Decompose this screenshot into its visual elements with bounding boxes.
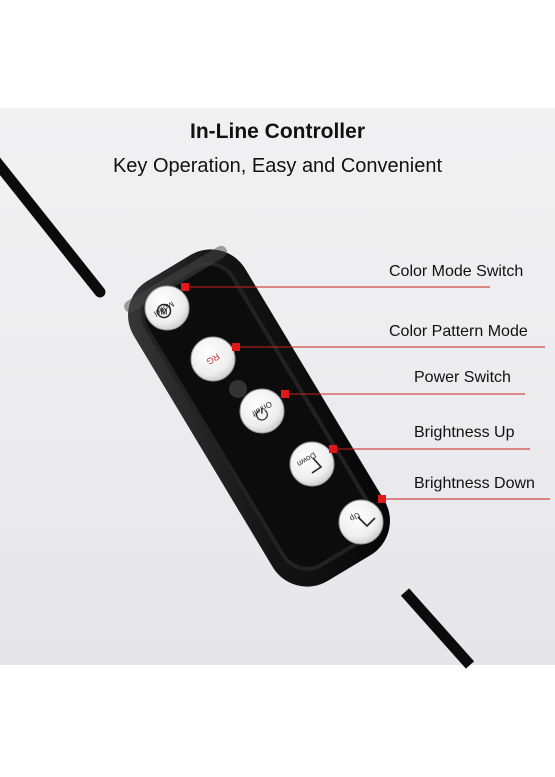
indicator-led [229, 380, 247, 398]
button-down[interactable]: Down [289, 441, 335, 487]
page-subtitle: Key Operation, Easy and Convenient [112, 155, 443, 177]
callout-lines [185, 286, 550, 500]
cable-bottom [400, 588, 475, 669]
button-mode[interactable]: M Model [144, 285, 190, 331]
button-rgb[interactable]: RG [190, 336, 236, 382]
button-onoff[interactable]: ⏻ On/off [239, 388, 285, 434]
down-chevron-icon [311, 457, 323, 474]
button-up[interactable]: Up [338, 499, 384, 545]
callout-color-pattern-mode: Color Pattern Mode [389, 323, 528, 340]
callout-brightness-down: Brightness Down [414, 475, 535, 492]
up-chevron-icon [357, 516, 376, 528]
callout-dots [181, 283, 386, 503]
power-icon: ⏻ [256, 405, 269, 424]
page-title: In-Line Controller [190, 120, 365, 143]
callout-brightness-up: Brightness Up [414, 424, 515, 441]
callout-color-mode-switch: Color Mode Switch [389, 263, 524, 280]
callout-power-switch: Power Switch [414, 369, 511, 386]
cable-top [0, 157, 106, 298]
mode-glyph: M [161, 308, 168, 317]
